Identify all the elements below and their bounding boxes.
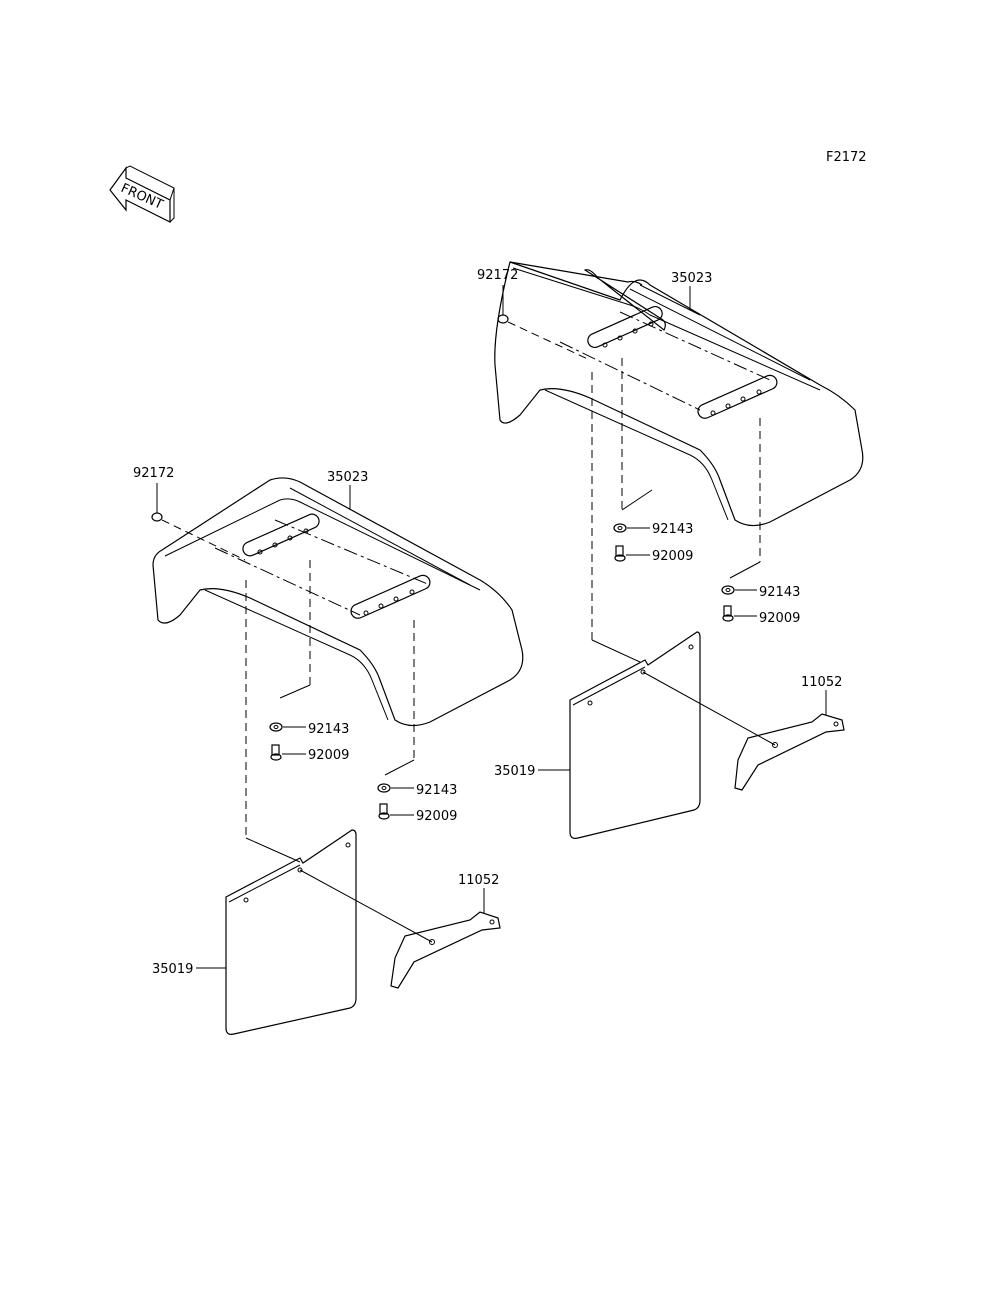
- left-fender: [152, 477, 524, 727]
- right-screw-upper-label: 92009: [652, 549, 693, 564]
- right-nut-upper: [613, 523, 650, 533]
- right-nut-upper-label: 92143: [652, 522, 693, 537]
- left-screw-upper: [270, 744, 306, 761]
- left-mud-flap-label: 35019: [152, 962, 193, 977]
- left-assembly: 92172 35023 92143 92009 92143: [133, 466, 524, 1035]
- right-screw-lower-label: 92009: [759, 611, 800, 626]
- right-screw-upper: [614, 545, 650, 562]
- right-bracket: [734, 713, 845, 791]
- left-bracket: [390, 911, 501, 989]
- right-bolt-92172: [497, 285, 591, 361]
- left-nut-lower-label: 92143: [416, 783, 457, 798]
- left-fender-label: 35023: [327, 470, 368, 485]
- right-nut-lower-label: 92143: [759, 585, 800, 600]
- right-bracket-label: 11052: [801, 675, 842, 690]
- left-nut-lower: [377, 783, 414, 793]
- left-mud-flap: [225, 829, 433, 1035]
- left-bracket-label: 11052: [458, 873, 499, 888]
- left-bolt-92172: [151, 483, 246, 561]
- left-nut-upper-label: 92143: [308, 722, 349, 737]
- front-arrow-icon: FRONT: [109, 165, 175, 223]
- left-nut-upper: [269, 722, 306, 732]
- left-screw-upper-label: 92009: [308, 748, 349, 763]
- right-mud-flap-label: 35019: [494, 764, 535, 779]
- left-screw-lower: [378, 803, 414, 820]
- right-fender: [494, 261, 864, 527]
- right-assembly: 92172 35023 92143 92009 92143: [477, 261, 864, 839]
- figure-code: F2172: [826, 150, 867, 165]
- right-mud-flap: [569, 631, 776, 839]
- right-fender-label: 35023: [671, 271, 712, 286]
- right-nut-lower: [721, 585, 757, 595]
- left-bolt-label: 92172: [133, 466, 174, 481]
- right-bolt-label: 92172: [477, 268, 518, 283]
- right-screw-lower: [722, 605, 757, 622]
- left-screw-lower-label: 92009: [416, 809, 457, 824]
